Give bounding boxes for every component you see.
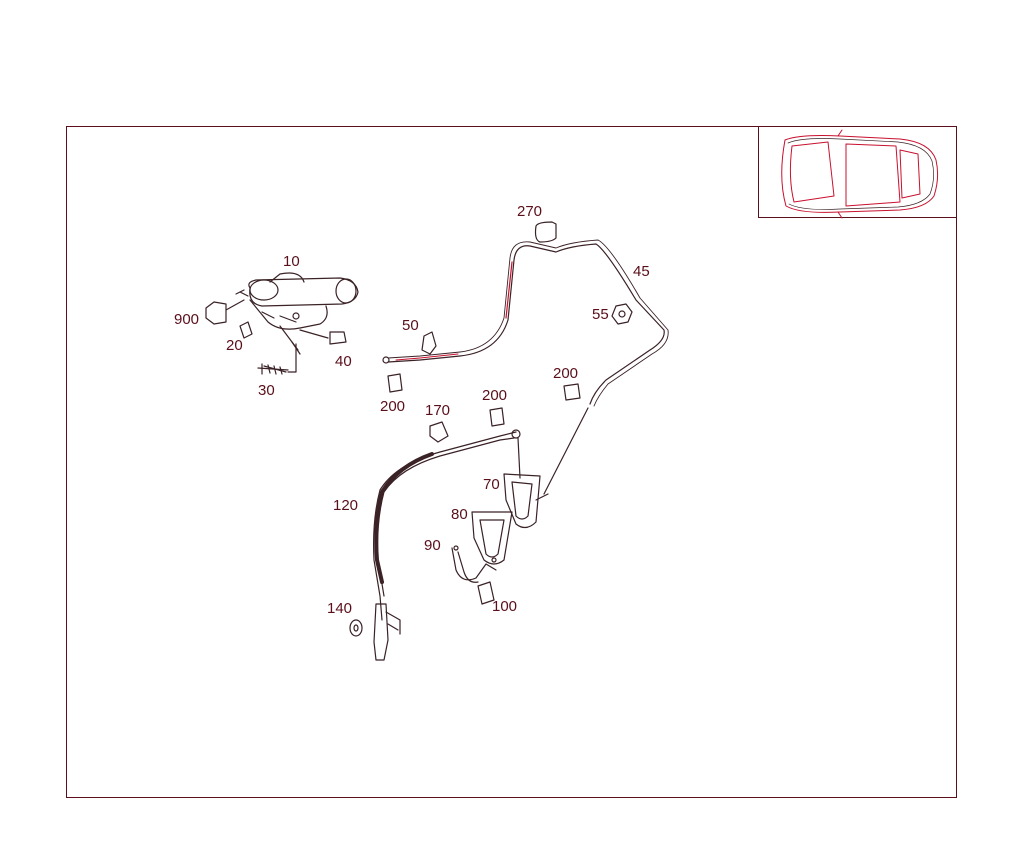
vehicle-locator-inset — [758, 126, 957, 218]
diagram-frame — [66, 126, 957, 798]
callout-80: 80 — [451, 506, 468, 523]
nut-part-55 — [611, 303, 633, 325]
clip-part-100 — [477, 581, 495, 605]
callout-140: 140 — [327, 600, 353, 617]
clip-part-20 — [239, 321, 253, 339]
wiring-part-90 — [451, 545, 497, 583]
callout-55: 55 — [592, 306, 609, 323]
bracket-end-of-cable-120 — [373, 603, 401, 661]
hose-line-part-45 — [382, 239, 669, 407]
car-outline-icon — [781, 129, 939, 219]
callout-10: 10 — [283, 253, 300, 270]
clip-part-170 — [429, 421, 449, 443]
grommet-part-40 — [299, 329, 347, 345]
callout-70: 70 — [483, 476, 500, 493]
callout-90: 90 — [424, 537, 441, 554]
leader-line — [543, 407, 589, 495]
callout-100: 100 — [492, 598, 518, 615]
cable-part-120 — [373, 429, 521, 621]
cover-part-270 — [534, 221, 557, 243]
callout-50: 50 — [402, 317, 419, 334]
clip-part-50 — [421, 331, 437, 355]
car-outline-shadow — [787, 138, 934, 210]
callout-20: 20 — [226, 337, 243, 354]
callout-30: 30 — [258, 382, 275, 399]
clip-part-200-upper — [387, 373, 403, 393]
grommet-part-140 — [349, 619, 363, 637]
callout-200-a: 200 — [380, 398, 406, 415]
bolt-part-30 — [257, 343, 297, 375]
clip-part-200-middle — [489, 407, 505, 427]
callout-270: 270 — [517, 203, 543, 220]
callout-200-c: 200 — [482, 387, 508, 404]
callout-120: 120 — [333, 497, 359, 514]
callout-45: 45 — [633, 263, 650, 280]
callout-200-b: 200 — [553, 365, 579, 382]
callout-900: 900 — [174, 311, 200, 328]
callout-40: 40 — [335, 353, 352, 370]
handle-part-70 — [503, 473, 549, 529]
callout-170: 170 — [425, 402, 451, 419]
clip-part-200-right — [563, 383, 581, 401]
bracket-part-900 — [205, 299, 245, 325]
actuator-assembly-part-10 — [235, 272, 359, 355]
handle-part-80 — [471, 511, 513, 565]
